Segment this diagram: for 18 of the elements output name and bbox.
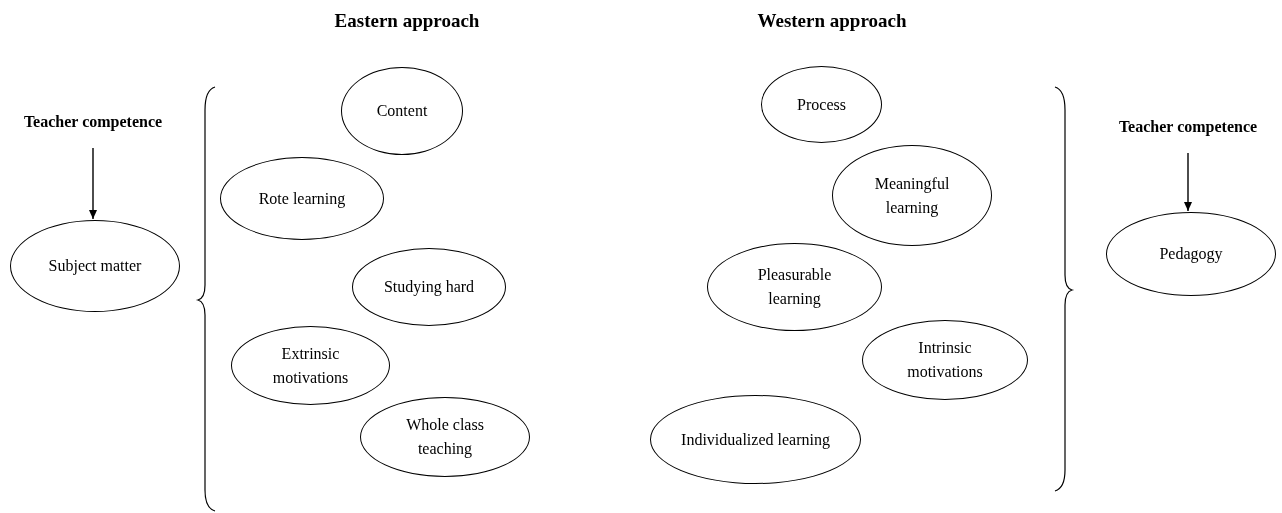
arrow (89, 147, 97, 220)
node-text: Meaningful learning (873, 173, 951, 219)
node-text: Studying hard (383, 277, 475, 298)
node-text: Rote learning (258, 188, 346, 210)
node-text: Extrinsic motivations (271, 343, 350, 388)
heading-text: Teacher competence (1104, 115, 1272, 139)
node-text: Whole class teaching (405, 415, 485, 460)
heading-text: Teacher competence (10, 110, 176, 134)
node-text: Content (376, 101, 428, 121)
section-heading: Western approach (757, 10, 907, 32)
arrow (1184, 152, 1192, 212)
node-text: Subject matter (48, 256, 142, 277)
node-text: Pleasurable learning (756, 265, 833, 310)
node-text: Process (797, 94, 846, 115)
section-heading: Eastern approach (334, 10, 480, 32)
node-text: Individualized learning (681, 429, 830, 451)
node-text: Pedagogy (1159, 244, 1223, 265)
node-text: Intrinsic motivations (906, 338, 984, 382)
